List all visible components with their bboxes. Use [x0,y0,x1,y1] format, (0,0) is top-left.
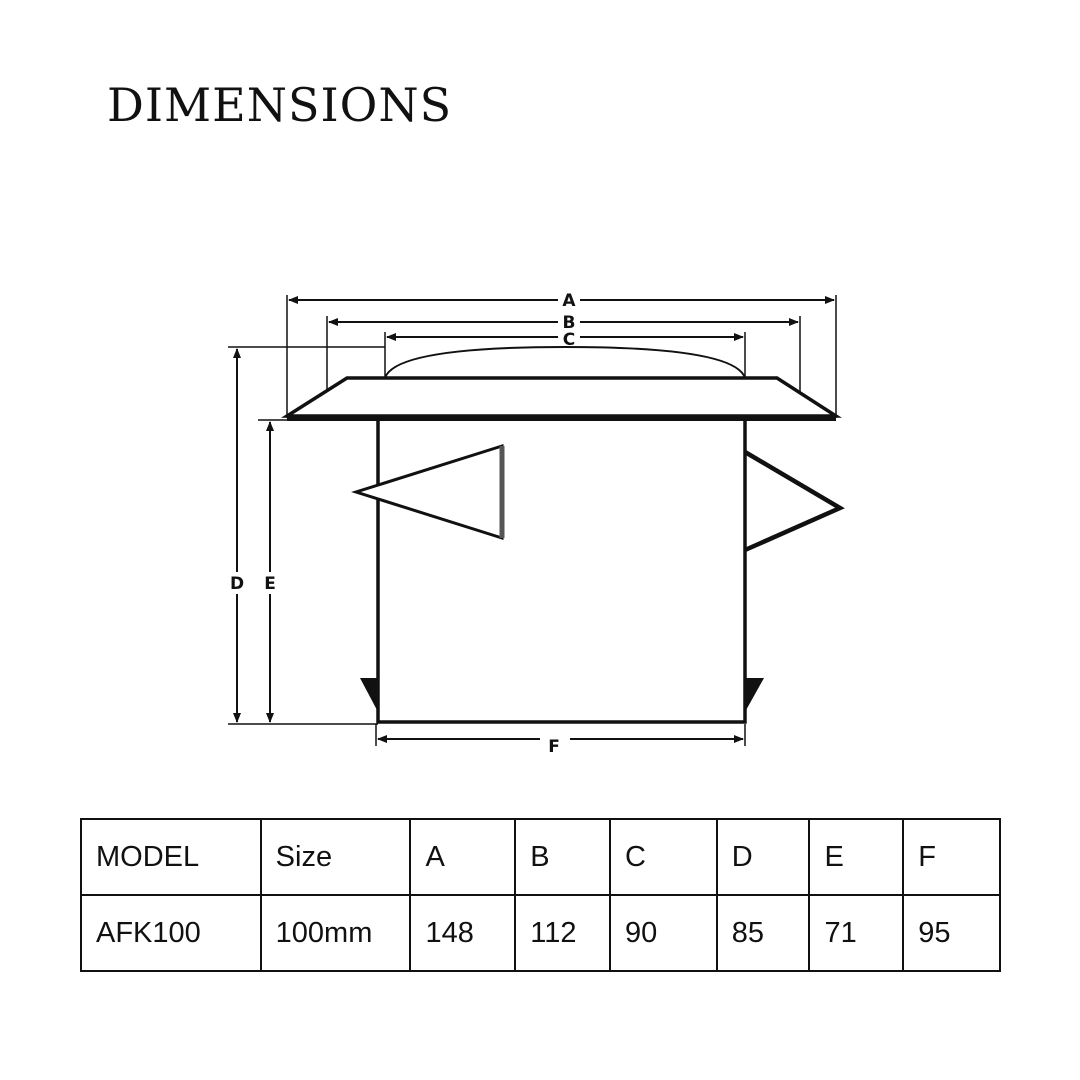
extension-lines [228,295,837,746]
header-cell: B [514,818,612,896]
header-cell: D [715,818,811,896]
label-e: E [264,574,276,594]
table-cell: 112 [514,894,612,972]
header-cell: F [902,818,1001,896]
label-b: B [563,313,576,333]
dome [384,345,746,379]
page-title: DIMENSIONS [107,78,453,132]
header-cell: C [609,818,718,896]
table-cell: 148 [409,894,517,972]
header-cell: E [808,818,905,896]
table-cell: 100mm [259,894,412,972]
cap [280,376,842,418]
table-cell: 85 [715,894,811,972]
dimensions-table: MODEL Size A B C D E F AFK100 100mm 148 … [80,818,1001,972]
body [376,421,747,724]
label-f: F [548,737,560,757]
header-cell: Size [259,818,412,896]
table-row: AFK100 100mm 148 112 90 85 71 95 [80,894,1001,972]
right-foot [745,678,764,712]
label-c: C [563,330,575,350]
label-d: D [230,574,244,594]
label-a: A [562,291,576,311]
right-fin [743,450,845,553]
header-cell: MODEL [80,818,262,896]
left-foot [360,678,378,712]
table-cell: AFK100 [80,894,262,972]
table-header-row: MODEL Size A B C D E F [80,818,1001,896]
header-cell: A [409,818,517,896]
product-dimension-diagram: A B C D E F [228,291,845,757]
table-cell: 95 [902,894,1001,972]
table-cell: 71 [808,894,905,972]
table-cell: 90 [609,894,718,972]
